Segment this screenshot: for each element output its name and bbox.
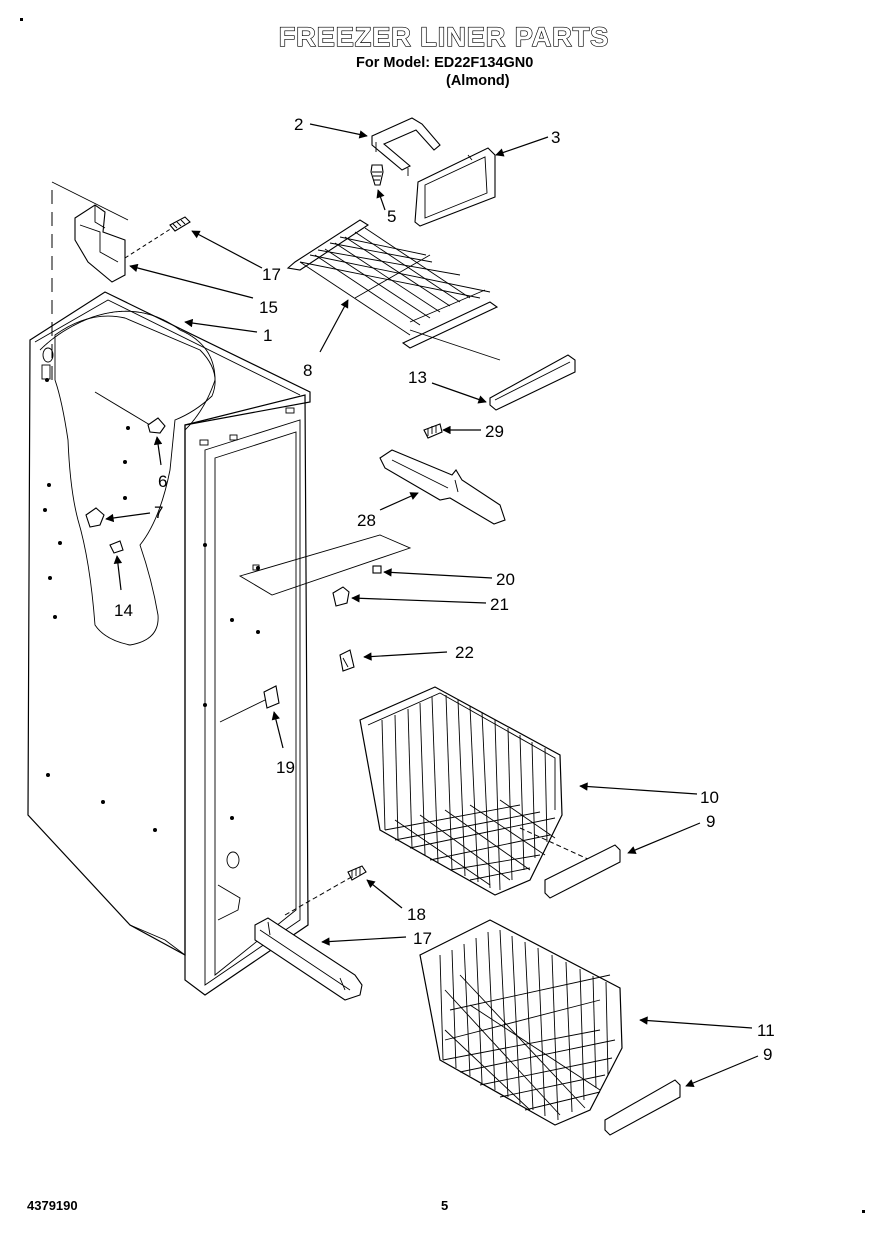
leader-arrows — [105, 123, 759, 1087]
screw-18 — [347, 865, 367, 881]
callout-28: 28 — [357, 511, 376, 530]
screw-5 — [370, 164, 384, 186]
document-number: 4379190 — [27, 1198, 78, 1213]
color-line: (Almond) — [446, 73, 510, 89]
callout-2: 2 — [294, 115, 303, 134]
callout-20: 20 — [496, 570, 515, 589]
callout-17: 17 — [413, 929, 432, 948]
corner-mark — [862, 1210, 865, 1213]
page-number: 5 — [441, 1198, 449, 1213]
basket-trim-9-top — [544, 844, 621, 899]
toe-grille-trim — [254, 917, 363, 1001]
callout-8: 8 — [303, 361, 312, 380]
screw-29 — [423, 423, 443, 439]
shelf-bracket — [74, 204, 126, 283]
wire-shelf — [286, 219, 499, 349]
freezer-liner-cabinet — [27, 181, 311, 996]
callout-14: 15 — [259, 298, 278, 317]
corner-mark — [20, 18, 23, 21]
panel-cover — [414, 147, 496, 227]
callout-12: 13 — [408, 368, 427, 387]
freezer-basket-11 — [419, 919, 623, 1126]
callout-7: 7 — [154, 503, 163, 522]
switch-19 — [219, 685, 280, 723]
clip-22 — [339, 649, 355, 672]
freezer-basket-10 — [359, 686, 563, 896]
callout-labels: 2 3 5 17 15 1 8 13 29 28 20 21 22 6 7 14… — [114, 115, 775, 1064]
clip-13 — [109, 540, 124, 554]
callout-6: 6 — [158, 472, 167, 491]
callout-18: 18 — [407, 905, 426, 924]
callout-1: 1 — [263, 326, 272, 345]
callout-22: 22 — [455, 643, 474, 662]
callout-21: 21 — [490, 595, 509, 614]
clip-7 — [85, 507, 105, 528]
callout-10: 10 — [700, 788, 719, 807]
callout-9-top: 9 — [706, 812, 715, 831]
callout-3: 3 — [551, 128, 560, 147]
rail-bracket — [371, 117, 441, 176]
clip-21 — [332, 586, 350, 607]
clip-6 — [147, 417, 166, 434]
model-line: For Model: ED22F134GN0 — [356, 55, 534, 71]
callout-13: 14 — [114, 601, 133, 620]
callout-9-bottom: 9 — [763, 1045, 772, 1064]
callout-19: 19 — [276, 758, 295, 777]
callout-5: 5 — [387, 207, 396, 226]
sensor-20 — [372, 565, 382, 574]
callout-29: 29 — [485, 422, 504, 441]
page-title: FREEZER LINER PARTS — [278, 21, 610, 52]
shelf-support-bracket — [379, 449, 506, 525]
shelf-trim — [489, 354, 576, 411]
screw-15 — [169, 216, 191, 232]
basket-trim-9-bottom — [604, 1079, 681, 1136]
callout-11: 11 — [757, 1021, 775, 1040]
callout-15: 17 — [262, 265, 281, 284]
